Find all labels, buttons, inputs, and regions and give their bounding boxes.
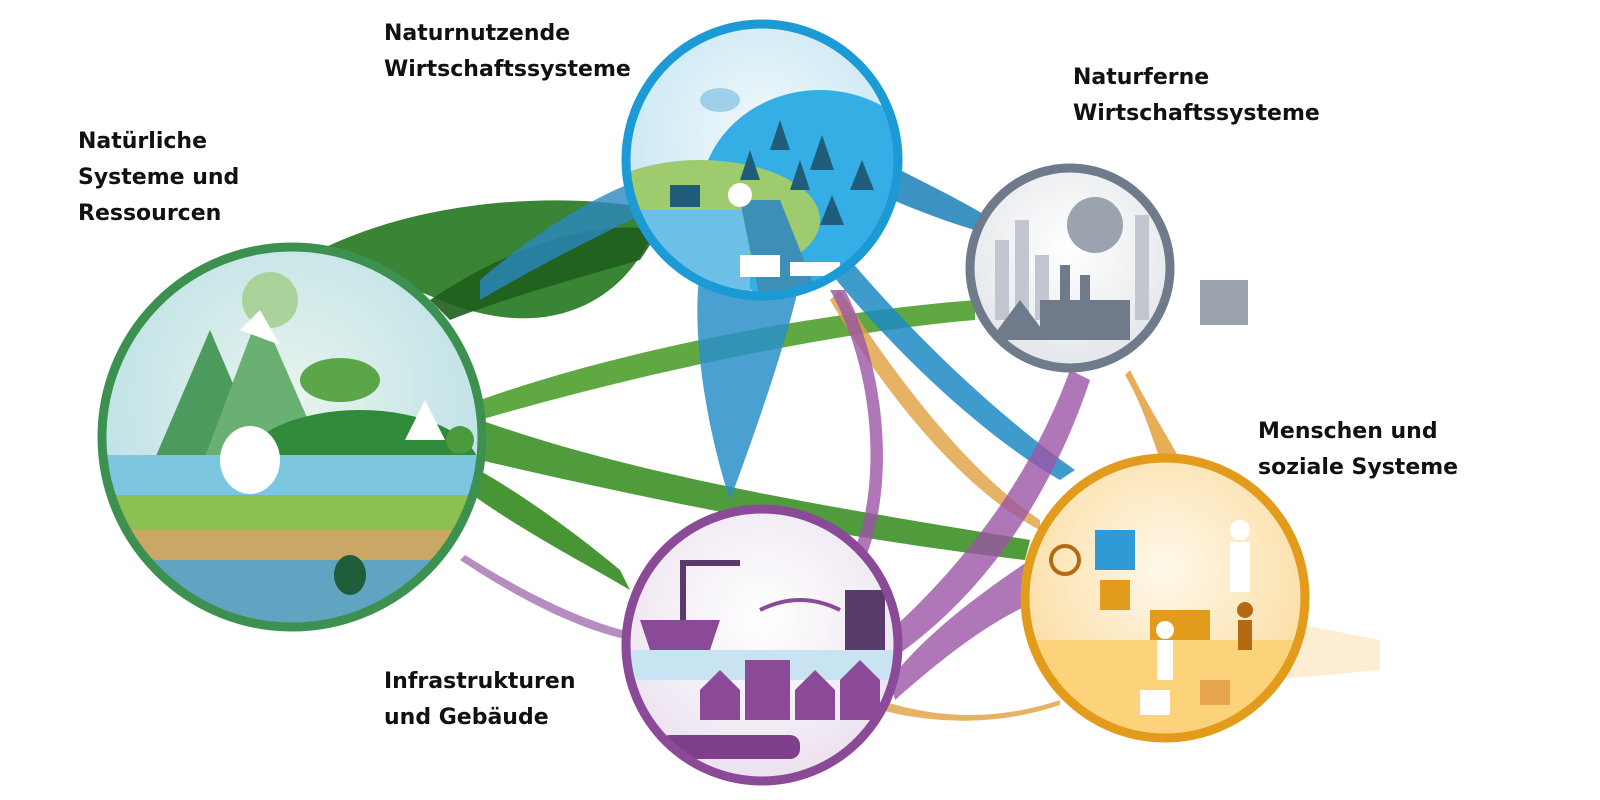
label-natural-systems: Natürliche Systeme und Ressourcen (78, 124, 239, 232)
label-infrastructure: Infrastrukturen und Gebäude (384, 664, 575, 736)
label-line: Systeme und (78, 165, 240, 190)
flow-nature-using-to-infrastructure-purple (830, 290, 883, 570)
label-line: Infrastrukturen (384, 669, 576, 694)
flow-natural-to-people (480, 420, 1030, 560)
label-line: und Gebäude (384, 705, 549, 730)
flow-nature-using-to-nature-distant (880, 160, 985, 230)
flow-infrastructure-to-people (880, 700, 1060, 721)
flow-natural-to-infrastructure-thin (460, 555, 630, 640)
label-line: Ressourcen (78, 201, 222, 226)
label-nature-distant-economy: Naturferne Wirtschaftssysteme (1073, 60, 1320, 132)
flow-nature-using-to-people (820, 260, 1075, 480)
node-natural-systems[interactable] (97, 242, 500, 640)
flow-natural-to-nature-using-2 (430, 227, 660, 320)
nature-landscape-illustration (102, 272, 482, 627)
flow-nature-using-to-natural (480, 180, 650, 300)
flow-nature-using-to-infrastructure (697, 270, 800, 500)
label-line: soziale Systeme (1258, 455, 1459, 480)
node-nature-distant-economy[interactable] (965, 163, 1248, 373)
industry-illustration (990, 197, 1149, 340)
label-line: Wirtschaftssysteme (384, 57, 631, 82)
node-nature-using-economy[interactable] (580, 19, 940, 310)
city-illustration (626, 560, 898, 759)
label-line: Naturnutzende (384, 21, 571, 46)
label-people-social-systems: Menschen und soziale Systeme (1258, 414, 1458, 486)
label-line: Wirtschaftssysteme (1073, 101, 1320, 126)
label-nature-using-economy: Naturnutzende Wirtschaftssysteme (384, 16, 631, 88)
flows (320, 160, 1180, 721)
node-infrastructure[interactable] (620, 504, 903, 786)
silo-icon (1200, 280, 1248, 325)
label-line: Naturferne (1073, 65, 1210, 90)
flow-natural-to-infrastructure (440, 460, 630, 590)
flow-people-to-infrastructure (890, 560, 1040, 700)
flow-nature-distant-to-people (1125, 370, 1180, 460)
label-line: Natürliche (78, 129, 207, 154)
label-line: Menschen und (1258, 419, 1438, 444)
node-people-social-systems[interactable] (1020, 453, 1380, 743)
